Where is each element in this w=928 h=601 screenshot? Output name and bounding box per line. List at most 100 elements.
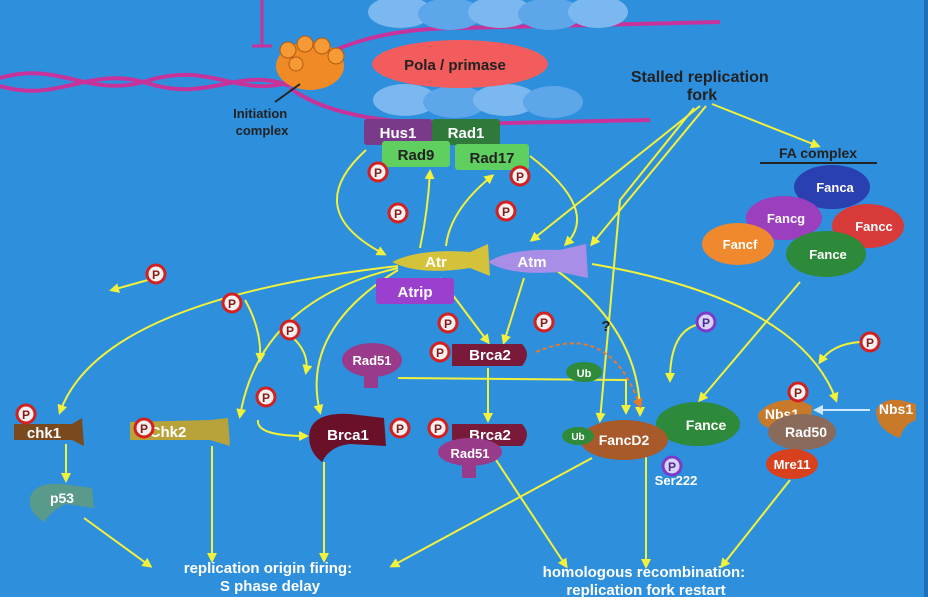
svg-text:Rad1: Rad1 <box>448 125 485 142</box>
svg-text:P: P <box>794 386 802 400</box>
pathway-arrow <box>397 377 631 415</box>
svg-text:Rad50: Rad50 <box>785 424 827 440</box>
pathway-arrow <box>595 107 695 423</box>
pathway-arrow <box>445 174 495 247</box>
pathway-arrow <box>57 265 399 415</box>
arrows-layer <box>57 103 870 569</box>
rad17-protein: Rad17 <box>455 144 529 170</box>
svg-text:Mre11: Mre11 <box>774 457 811 472</box>
svg-text:Brca1: Brca1 <box>327 427 369 444</box>
fancf-label: Fancf <box>723 237 758 252</box>
brca1-protein: Brca1 <box>309 413 386 462</box>
pathway-arrow <box>419 169 435 249</box>
pathway-arrow <box>590 105 707 247</box>
phosphate-marker: P <box>221 292 243 314</box>
pathway-arrow <box>289 334 313 375</box>
phosphate-marker: P <box>427 417 449 439</box>
svg-text:P: P <box>152 268 160 282</box>
pathway-arrow <box>109 279 149 293</box>
fancc-label: Fancc <box>855 219 893 234</box>
atrip-protein: Atrip <box>376 278 454 304</box>
rad51-top-protein: Rad51 <box>342 343 402 388</box>
ser222-label: Ser222 <box>655 473 698 488</box>
phosphate-marker: P <box>661 455 683 477</box>
svg-text:Rad51: Rad51 <box>352 353 391 368</box>
pathway-arrow <box>665 323 701 383</box>
ub-left: Ub <box>562 427 594 445</box>
chk2-protein: Chk2 <box>130 418 230 446</box>
histone-cluster-top <box>368 0 628 30</box>
svg-text:P: P <box>140 422 148 436</box>
stalled-fork-label: Stalled replication fork <box>631 69 773 104</box>
fancd2-protein: FancD2 <box>580 420 668 460</box>
pathway-arrow <box>244 299 266 363</box>
pathway-arrow <box>591 263 839 403</box>
fa-complex: Fanca Fancc Fancg Fancf Fance <box>702 165 904 277</box>
svg-text:FancD2: FancD2 <box>599 432 650 448</box>
p53-protein: p53 <box>29 483 94 522</box>
atr-protein: Atr <box>392 244 490 276</box>
svg-text:Atr: Atr <box>425 254 447 271</box>
fance-mid-protein: Fance <box>656 402 740 446</box>
pathway-arrow <box>698 281 801 403</box>
mre11-protein: Mre11 <box>766 449 818 479</box>
svg-text:Nbs1: Nbs1 <box>879 401 913 417</box>
svg-text:Pola / primase: Pola / primase <box>404 57 506 74</box>
nbs1-right-protein: Nbs1 <box>876 399 916 438</box>
atm-protein: Atm <box>488 244 588 278</box>
phosphate-marker: P <box>437 312 459 334</box>
svg-text:P: P <box>396 422 404 436</box>
svg-text:Ub: Ub <box>577 368 592 380</box>
phosphate-marker: P <box>429 341 451 363</box>
phosphate-marker: P <box>133 417 155 439</box>
hus1-protein: Hus1 <box>364 119 432 145</box>
svg-text:Atrip: Atrip <box>398 284 433 301</box>
pathway-arrow <box>501 277 525 345</box>
svg-text:Rad9: Rad9 <box>398 147 435 164</box>
svg-text:P: P <box>866 336 874 350</box>
svg-text:Hus1: Hus1 <box>380 125 417 142</box>
pathway-arrow <box>529 155 579 247</box>
svg-text:Ub: Ub <box>571 432 584 443</box>
svg-text:P: P <box>228 297 236 311</box>
svg-text:p53: p53 <box>50 490 74 506</box>
pathway-arrow <box>83 517 153 568</box>
phosphate-marker: P <box>279 319 301 341</box>
svg-text:Atm: Atm <box>517 254 546 271</box>
ub-top: Ub <box>566 362 602 382</box>
pathway-arrow <box>495 459 568 569</box>
pathway-arrow <box>720 479 791 569</box>
phosphate-marker: P <box>495 200 517 222</box>
phosphate-marker: P <box>367 161 389 183</box>
svg-text:P: P <box>394 207 402 221</box>
phosphate-marker: P <box>695 311 717 333</box>
fancg-label: Fancg <box>767 211 805 226</box>
phosphate-marker: P <box>255 386 277 408</box>
svg-text:P: P <box>436 346 444 360</box>
pathway-arrow <box>555 269 645 417</box>
initiation-complex-label: Initiation complex <box>233 106 291 138</box>
phosphate-marker: P <box>15 403 37 425</box>
svg-text:P: P <box>516 170 524 184</box>
svg-text:P: P <box>434 422 442 436</box>
svg-text:P: P <box>444 317 452 331</box>
phosphate-marker: P <box>509 165 531 187</box>
replication-fork <box>0 0 721 127</box>
histone-cluster-bottom <box>373 84 583 118</box>
pathway-arrow <box>256 419 309 441</box>
svg-text:P: P <box>540 316 548 330</box>
svg-text:P: P <box>262 391 270 405</box>
phosphate-marker: P <box>387 202 409 224</box>
outcome-fork-restart: homologous recombination: replication fo… <box>543 564 750 599</box>
uncertain-link-arrow <box>535 342 643 409</box>
pola-primase: Pola / primase <box>372 40 548 88</box>
fa-complex-title: FA complex <box>779 145 857 161</box>
svg-text:Chk2: Chk2 <box>150 424 187 441</box>
svg-text:P: P <box>22 408 30 422</box>
pathway-arrow <box>389 457 593 568</box>
rad50-protein: Rad50 <box>768 414 836 450</box>
phosphate-marker: P <box>145 263 167 285</box>
unknown-link-question: ? <box>601 318 610 335</box>
svg-text:P: P <box>702 316 710 330</box>
